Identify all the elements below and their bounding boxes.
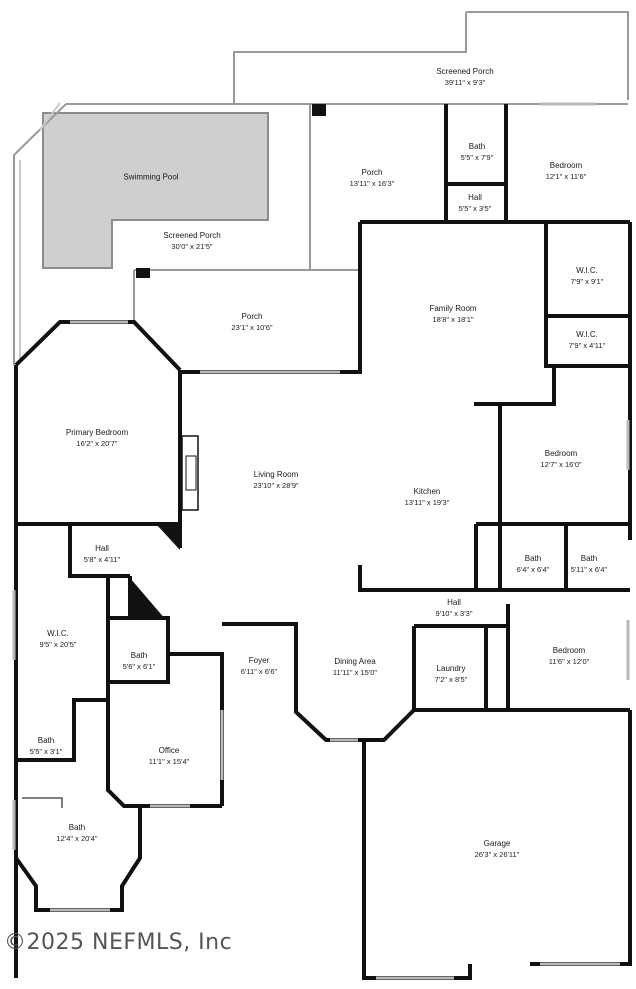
room-screened-porch-main: Screened Porch 30'0" x 21'5" bbox=[163, 230, 220, 252]
room-name: Screened Porch bbox=[163, 231, 221, 240]
room-dimension: 12'7" x 16'0" bbox=[540, 460, 582, 469]
room-dimension: 7'2" x 8'5" bbox=[434, 675, 468, 684]
room-bath-east-2: Bath 5'11" x 6'4" bbox=[571, 553, 607, 575]
room-name: Porch bbox=[361, 168, 383, 177]
room-dimension: 5'5" x 3'1" bbox=[29, 747, 63, 756]
room-name: W.I.C. bbox=[576, 266, 598, 275]
room-name: Kitchen bbox=[413, 487, 441, 496]
fireplace bbox=[181, 435, 199, 511]
room-primary-bedroom: Primary Bedroom 16'2" x 20'7" bbox=[66, 427, 128, 449]
room-dimension: 5'5" x 7'9" bbox=[460, 153, 494, 162]
room-name: Hall bbox=[95, 544, 109, 553]
room-porch-upper: Porch 13'11" x 16'3" bbox=[350, 167, 395, 189]
room-name: Bedroom bbox=[544, 449, 578, 458]
room-hall-south: Hall 9'10" x 3'3" bbox=[436, 597, 473, 619]
room-hall-west: Hall 5'8" x 4'11" bbox=[84, 543, 120, 565]
room-dimension: 26'3" x 26'11" bbox=[474, 850, 520, 859]
room-dimension: 5'8" x 4'11" bbox=[83, 555, 121, 564]
room-name: Bath bbox=[130, 651, 148, 660]
room-bedroom-east: Bedroom 12'7" x 16'0" bbox=[540, 448, 581, 470]
room-screened-porch-top: Screened Porch 39'11" x 9'3" bbox=[436, 66, 493, 88]
room-name: Bath bbox=[68, 823, 86, 832]
room-dimension: 6'11" x 6'6" bbox=[240, 667, 278, 676]
room-dimension: 11'11" x 15'0" bbox=[332, 668, 378, 677]
room-name: Hall bbox=[468, 193, 482, 202]
room-name: Bath bbox=[468, 142, 486, 151]
room-name: Bath bbox=[580, 554, 598, 563]
room-dimension: 5'5" x 3'5" bbox=[458, 204, 492, 213]
room-name: Bath bbox=[37, 736, 55, 745]
room-name: Swimming Pool bbox=[123, 172, 179, 182]
room-name: Bedroom bbox=[549, 161, 583, 170]
room-dimension: 9'10" x 3'3" bbox=[435, 609, 473, 618]
copyright-watermark: ©2025 NEFMLS, Inc bbox=[4, 930, 233, 955]
room-swimming-pool: Swimming Pool bbox=[123, 172, 178, 183]
room-name: Foyer bbox=[248, 656, 270, 665]
room-dimension: 12'4" x 20'4" bbox=[56, 834, 98, 843]
room-name: Dining Area bbox=[334, 657, 376, 666]
room-garage: Garage 26'3" x 26'11" bbox=[475, 838, 520, 860]
room-name: Bath bbox=[524, 554, 542, 563]
room-dimension: 16'2" x 20'7" bbox=[76, 439, 118, 448]
room-bath-small: Bath 5'6" x 6'1" bbox=[123, 650, 156, 672]
room-dimension: 39'11" x 9'3" bbox=[444, 78, 486, 87]
room-dimension: 13'11" x 16'3" bbox=[349, 179, 395, 188]
room-foyer: Foyer 6'11" x 6'6" bbox=[241, 655, 277, 677]
column-block bbox=[312, 104, 326, 116]
room-name: Screened Porch bbox=[436, 67, 494, 76]
room-dimension: 11'1" x 15'4" bbox=[148, 757, 190, 766]
room-dimension: 9'5" x 20'5" bbox=[39, 640, 77, 649]
room-name: Primary Bedroom bbox=[65, 428, 129, 437]
room-dimension: 11'6" x 12'0" bbox=[548, 657, 590, 666]
room-dimension: 30'0" x 21'5" bbox=[171, 242, 213, 251]
bath-fixture bbox=[22, 797, 63, 808]
room-kitchen: Kitchen 13'11" x 19'3" bbox=[405, 486, 450, 508]
room-dimension: 23'10" x 28'9" bbox=[253, 481, 299, 490]
room-dimension: 13'11" x 19'3" bbox=[404, 498, 450, 507]
room-dimension: 18'8" x 18'1" bbox=[432, 315, 474, 324]
room-dimension: 5'6" x 6'1" bbox=[122, 662, 156, 671]
room-dimension: 6'4" x 6'4" bbox=[516, 565, 550, 574]
room-dimension: 7'9" x 9'1" bbox=[570, 277, 604, 286]
room-laundry: Laundry 7'2" x 8'5" bbox=[435, 663, 468, 685]
room-name: W.I.C. bbox=[576, 330, 598, 339]
room-living-room: Living Room 23'10" x 28'9" bbox=[253, 469, 298, 491]
swimming-pool bbox=[42, 112, 269, 269]
corner-fill bbox=[156, 524, 180, 550]
room-dining-area: Dining Area 11'11" x 15'0" bbox=[333, 656, 377, 678]
room-dimension: 23'1" x 10'6" bbox=[231, 323, 273, 332]
room-name: Office bbox=[158, 746, 180, 755]
room-wic-lower: W.I.C. 7'9" x 4'11" bbox=[569, 329, 605, 351]
room-wic-upper: W.I.C. 7'9" x 9'1" bbox=[571, 265, 604, 287]
room-family-room: Family Room 18'8" x 18'1" bbox=[429, 303, 476, 325]
room-bedroom-se: Bedroom 11'6" x 12'0" bbox=[549, 645, 590, 667]
room-bath-top: Bath 5'5" x 7'9" bbox=[461, 141, 494, 163]
windows bbox=[12, 102, 630, 980]
room-name: Laundry bbox=[436, 664, 466, 673]
room-name: W.I.C. bbox=[47, 629, 69, 638]
room-dimension: 12'1" x 11'6" bbox=[545, 172, 587, 181]
room-porch-lower: Porch 23'1" x 10'6" bbox=[231, 311, 272, 333]
room-bath-tiny: Bath 5'5" x 3'1" bbox=[30, 735, 63, 757]
room-dimension: 7'9" x 4'11" bbox=[568, 341, 606, 350]
room-wic-west: W.I.C. 9'5" x 20'5" bbox=[40, 628, 77, 650]
room-name: Porch bbox=[241, 312, 263, 321]
fireplace-hearth bbox=[185, 455, 197, 491]
walls bbox=[14, 104, 632, 980]
room-bedroom-ne: Bedroom 12'1" x 11'6" bbox=[546, 160, 587, 182]
room-name: Living Room bbox=[253, 470, 299, 479]
room-name: Family Room bbox=[429, 304, 477, 313]
room-office: Office 11'1" x 15'4" bbox=[149, 745, 190, 767]
room-dimension: 5'11" x 6'4" bbox=[570, 565, 608, 574]
room-bath-primary: Bath 12'4" x 20'4" bbox=[56, 822, 97, 844]
room-bath-east-1: Bath 6'4" x 6'4" bbox=[517, 553, 550, 575]
room-name: Bedroom bbox=[552, 646, 586, 655]
column-block-2 bbox=[136, 268, 150, 278]
room-name: Hall bbox=[447, 598, 461, 607]
room-name: Garage bbox=[483, 839, 511, 848]
closet-fill bbox=[130, 578, 166, 620]
room-hall-top: Hall 5'5" x 3'5" bbox=[459, 192, 492, 214]
